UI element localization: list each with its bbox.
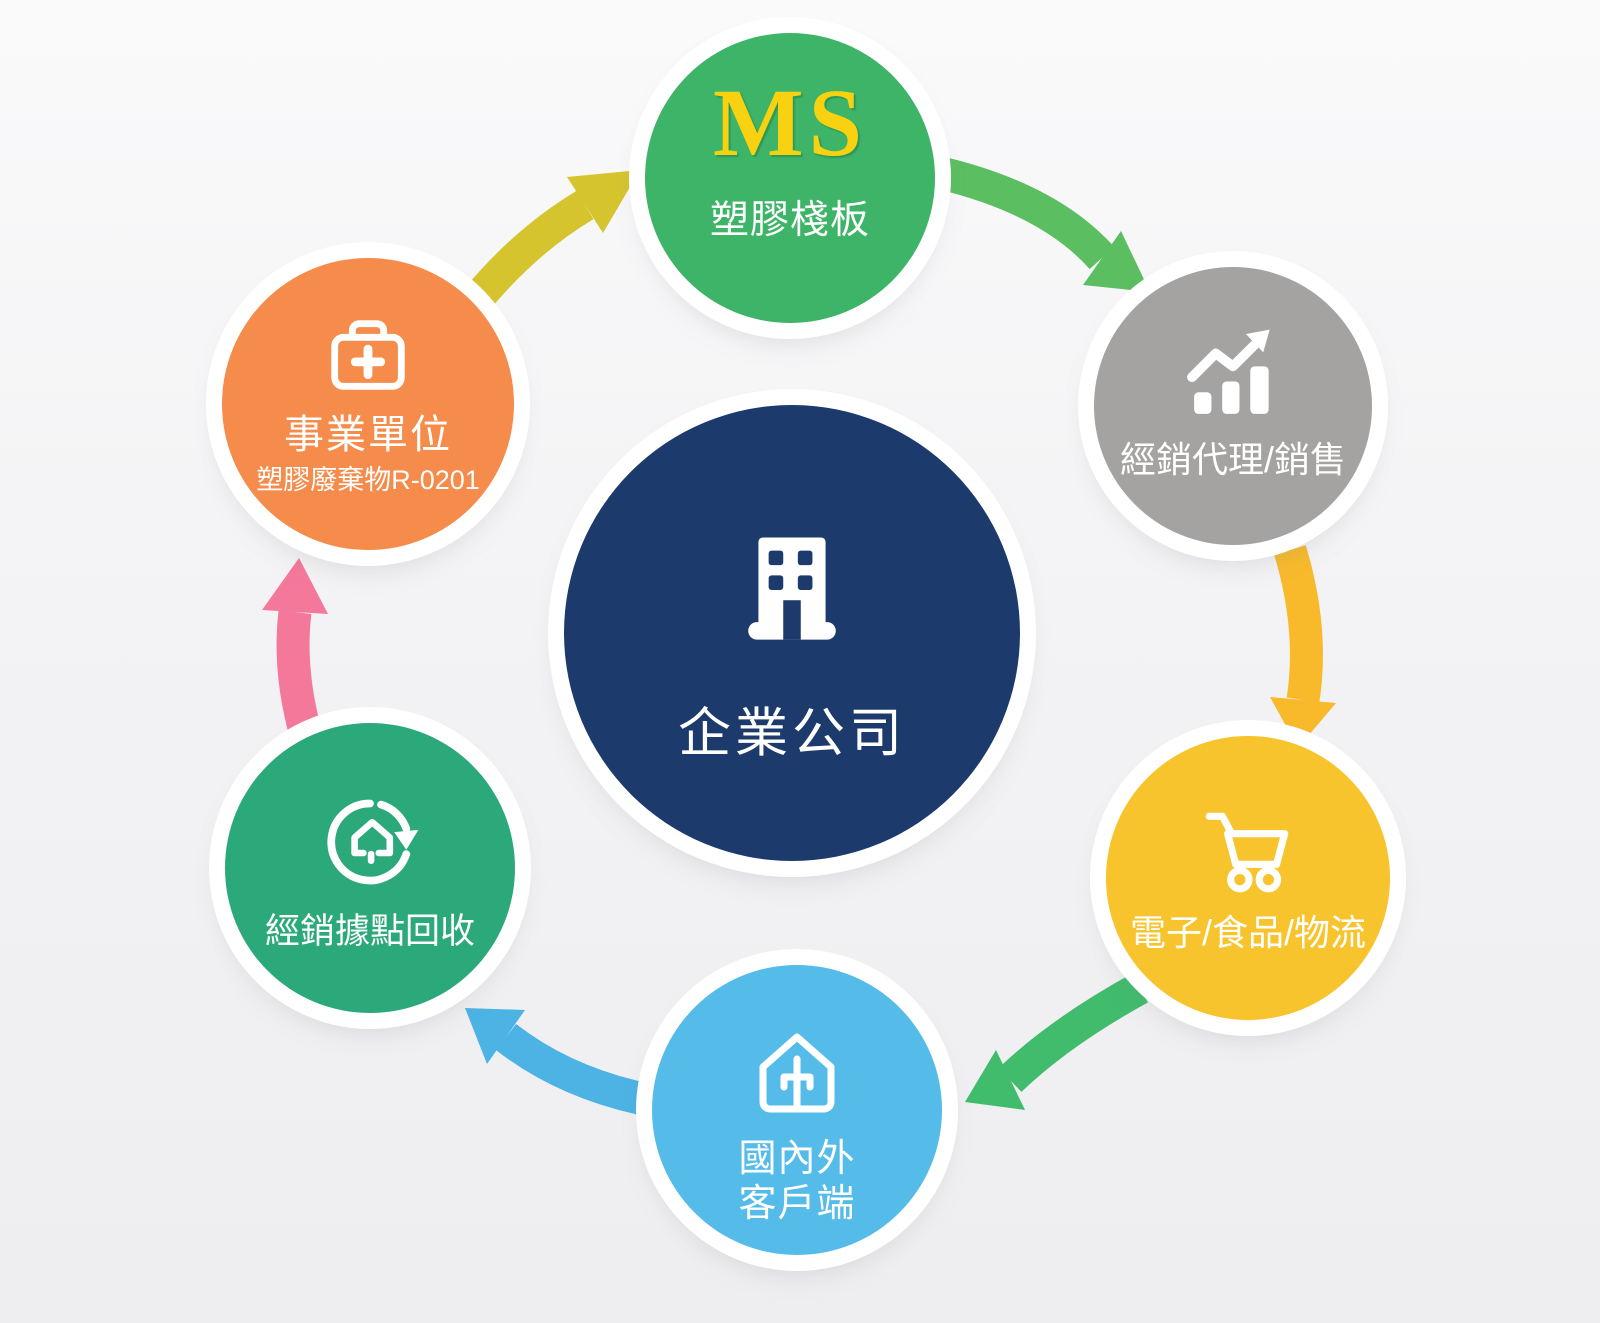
trending-up-chart-icon (1179, 321, 1287, 429)
node-company-center: 企業公司 (564, 405, 1020, 861)
node-label: 塑膠棧板 (709, 198, 870, 242)
arrow-pallet-to-sales (941, 157, 1150, 292)
first-aid-kit-icon (319, 306, 417, 404)
ms-logo-text: MS (713, 69, 867, 176)
node-sublabel: 塑膠廢棄物R-0201 (256, 465, 480, 496)
arrow-customers-to-recycle (465, 1008, 652, 1117)
arrow-recycle-to-business (262, 558, 328, 740)
arrow-business-to-pallet (438, 170, 640, 342)
node-business-unit: 事業單位 塑膠廢棄物R-0201 (222, 258, 514, 550)
recycle-home-icon (315, 787, 425, 897)
node-label: 電子/食品/物流 (1129, 912, 1366, 953)
arrow-industries-to-customers (965, 973, 1148, 1110)
node-domestic-foreign-customers: 國內外 客戶端 (652, 965, 942, 1255)
node-plastic-pallet: MS 塑膠棧板 (645, 33, 935, 323)
home-icon (747, 1025, 847, 1125)
center-label: 企業公司 (678, 704, 906, 763)
node-dealer-recycling: 經銷據點回收 (225, 723, 515, 1013)
node-label: 經銷據點回收 (264, 912, 475, 951)
building-icon (719, 517, 865, 663)
node-distribution-sales: 經銷代理/銷售 (1094, 267, 1372, 545)
node-label: 經銷代理/銷售 (1119, 439, 1346, 480)
node-label: 國內外 客戶端 (738, 1138, 856, 1225)
node-label: 事業單位 (284, 413, 452, 457)
node-electronics-food-logistics: 電子/食品/物流 (1106, 736, 1390, 1020)
shopping-cart-icon (1197, 798, 1299, 900)
arrow-sales-to-industries (1270, 545, 1336, 748)
